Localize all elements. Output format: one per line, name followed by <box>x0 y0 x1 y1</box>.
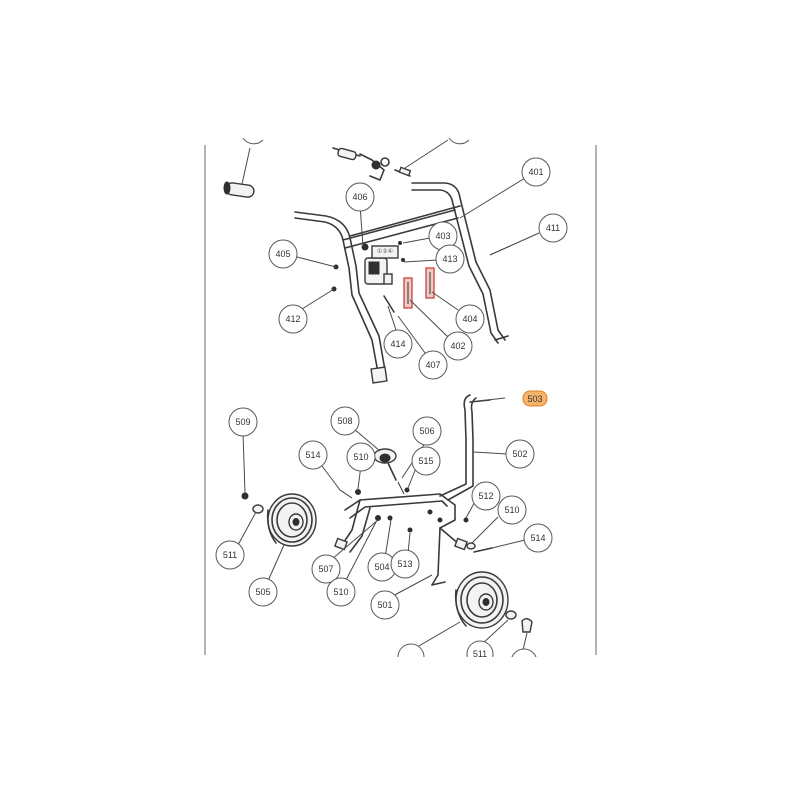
callout-507[interactable]: 507 <box>311 554 341 584</box>
label-plate <box>371 245 399 259</box>
callout-414-label: 414 <box>390 339 405 349</box>
callout-403-label: 403 <box>435 231 450 241</box>
callout-413-label: 413 <box>442 254 457 264</box>
callout-501-label: 501 <box>377 600 392 610</box>
hand-grip <box>223 181 255 198</box>
callout-515[interactable]: 515 <box>411 446 441 476</box>
callout-511-right-label: 511 <box>473 649 487 659</box>
callout-510-bottom[interactable]: 510 <box>326 577 356 607</box>
handle-assembly: ①②④ <box>223 139 540 384</box>
callout-405-label: 405 <box>275 249 290 259</box>
callout-502-label: 502 <box>512 449 527 459</box>
callout-514-left-label: 514 <box>305 450 320 460</box>
callout-510-top-label: 510 <box>353 452 368 462</box>
callout-511-left-label: 511 <box>223 550 237 560</box>
control-box <box>361 243 393 285</box>
callout-512-label: 512 <box>478 491 493 501</box>
callout-511-left[interactable]: 511 <box>215 540 245 570</box>
callout-509-label: 509 <box>235 417 250 427</box>
callout-402-label: 402 <box>450 341 465 351</box>
callout-506[interactable]: 506 <box>412 416 442 446</box>
callout-406-label: 406 <box>352 192 367 202</box>
callout-411-label: 411 <box>546 223 560 233</box>
callout-412[interactable]: 412 <box>278 304 308 334</box>
callout-510-right[interactable]: 510 <box>497 495 527 525</box>
callout-405[interactable]: 405 <box>268 239 298 269</box>
callout-412-label: 412 <box>285 314 300 324</box>
support-rod <box>439 394 471 497</box>
callout-502[interactable]: 502 <box>505 439 535 469</box>
callout-partial-bottom-b <box>511 648 537 658</box>
callout-508-label: 508 <box>337 416 352 426</box>
callout-514-right-label: 514 <box>530 533 545 543</box>
callout-404-label: 404 <box>462 314 477 324</box>
callout-510-top[interactable]: 510 <box>346 442 376 472</box>
tension-knob <box>373 448 397 481</box>
callout-501[interactable]: 501 <box>370 590 400 620</box>
callout-506-label: 506 <box>419 426 434 436</box>
callout-505-label: 505 <box>255 587 270 597</box>
callout-401[interactable]: 401 <box>521 157 551 187</box>
callout-414[interactable]: 414 <box>383 329 413 359</box>
callout-503-highlighted[interactable]: 503 <box>522 390 548 407</box>
callout-507-label: 507 <box>318 564 333 574</box>
callout-505[interactable]: 505 <box>248 577 278 607</box>
callout-partial-top-right <box>448 137 470 145</box>
callout-515-label: 515 <box>418 456 433 466</box>
callout-510-bottom-label: 510 <box>333 587 348 597</box>
callout-partial-bottom-a <box>397 643 425 658</box>
callout-508[interactable]: 508 <box>330 406 360 436</box>
callout-513[interactable]: 513 <box>390 549 420 579</box>
callout-partial-top-left <box>242 137 264 145</box>
callout-510-right-label: 510 <box>504 505 519 515</box>
callout-406[interactable]: 406 <box>345 182 375 212</box>
callout-514-right[interactable]: 514 <box>523 523 553 553</box>
handle-tube <box>411 182 506 341</box>
callout-504-label: 504 <box>374 562 389 572</box>
callout-512[interactable]: 512 <box>471 481 501 511</box>
main-frame <box>344 493 456 586</box>
throttle-lever <box>332 147 412 181</box>
label-plate-text: ①②④ <box>377 248 393 255</box>
wheel-left <box>266 493 317 547</box>
callout-509[interactable]: 509 <box>228 407 258 437</box>
wheel-right <box>454 571 509 629</box>
callout-407-label: 407 <box>425 360 440 370</box>
callout-413[interactable]: 413 <box>435 244 465 274</box>
bottom-margin <box>200 657 600 800</box>
callout-514-left[interactable]: 514 <box>298 440 328 470</box>
callout-402[interactable]: 402 <box>443 331 473 361</box>
callout-407[interactable]: 407 <box>418 350 448 380</box>
callout-411[interactable]: 411 <box>538 213 568 243</box>
callout-513-label: 513 <box>397 559 412 569</box>
callout-503-label: 503 <box>527 394 542 404</box>
chassis-assembly <box>237 394 533 651</box>
callout-401-label: 401 <box>528 167 543 177</box>
callout-404[interactable]: 404 <box>455 304 485 334</box>
